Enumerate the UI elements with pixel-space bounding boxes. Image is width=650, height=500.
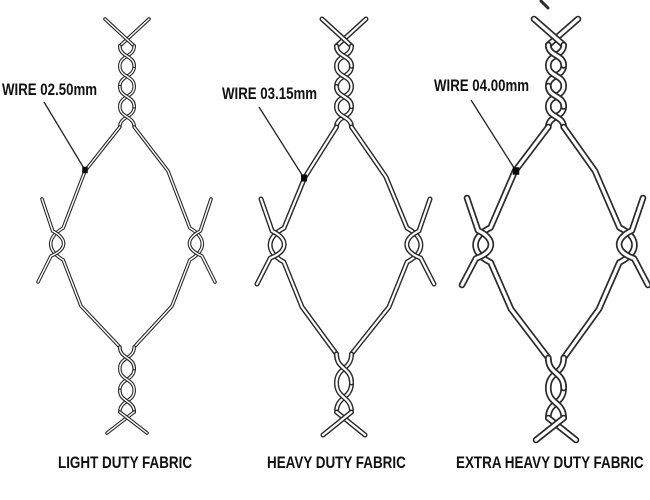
wire-gauge-marker (82, 166, 88, 174)
diagram-light-duty (36, 17, 217, 435)
wire-gauge-label-extra-heavy: WIRE 04.00mm (434, 76, 530, 95)
caption-heavy-duty-fabric: HEAVY DUTY FABRIC (267, 453, 406, 472)
leader-line (470, 99, 517, 172)
caption-light-duty-fabric: LIGHT DUTY FABRIC (58, 453, 193, 472)
cut-wire-mark (539, 0, 550, 10)
wire-gauge-callout (258, 106, 307, 182)
wire-gauge-callout (470, 99, 520, 175)
wire-gauge-marker (512, 167, 520, 175)
wire-gauge-marker (301, 174, 307, 182)
wire-gauge-callout (43, 101, 88, 174)
caption-extra-heavy-duty-fabric: EXTRA HEAVY DUTY FABRIC (456, 453, 644, 472)
diagram-heavy-duty (254, 16, 437, 438)
wire-gauge-label-light: WIRE 02.50mm (2, 80, 98, 99)
leader-line (43, 101, 86, 171)
leader-line (258, 106, 305, 179)
diagram-extra-heavy-duty (458, 15, 650, 444)
wire-gauge-label-heavy: WIRE 03.15mm (222, 84, 318, 103)
